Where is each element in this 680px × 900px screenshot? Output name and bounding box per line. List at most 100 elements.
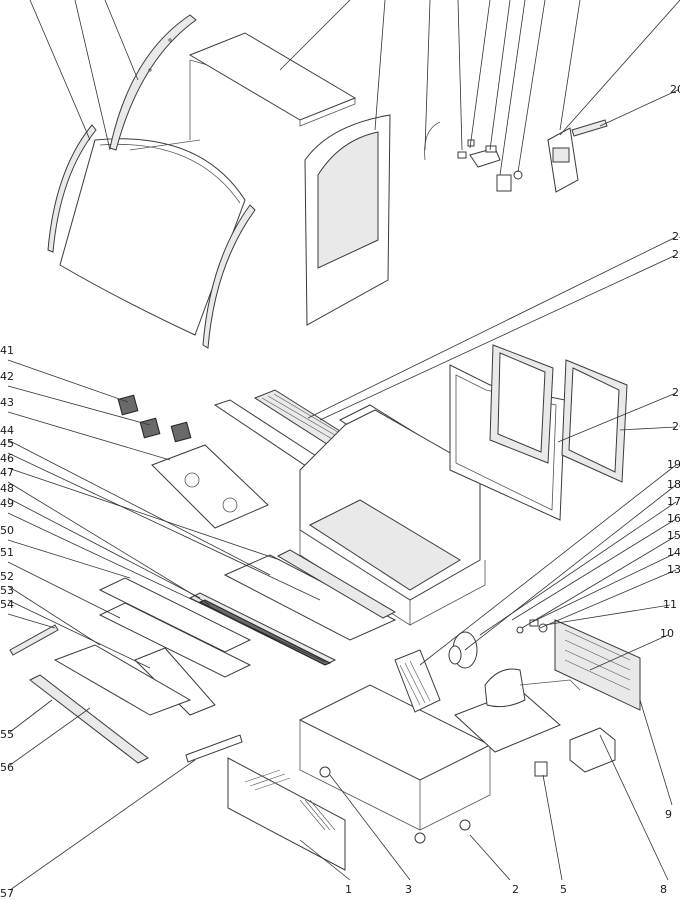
part-label-13: 13 xyxy=(667,563,680,576)
base-frame xyxy=(298,684,492,844)
leader-line-21 xyxy=(557,392,677,443)
leader-line-top-1 xyxy=(29,0,91,141)
leader-lines xyxy=(7,0,680,891)
part-label-16: 16 xyxy=(667,512,680,525)
leader-line-10 xyxy=(589,634,669,671)
side-panel xyxy=(304,114,391,326)
leader-line-54 xyxy=(7,613,56,629)
leader-line-53 xyxy=(7,599,151,669)
part-label-48: 48 xyxy=(0,482,14,495)
front-grille-strip xyxy=(185,734,243,763)
part-label-49: 49 xyxy=(0,497,14,510)
side-rail xyxy=(9,624,59,656)
part-label-55: 55 xyxy=(0,728,14,741)
leader-line-24 xyxy=(307,236,677,419)
leader-line-46 xyxy=(7,467,281,561)
curved-glass-strip-left xyxy=(47,124,97,253)
glass-door-right xyxy=(561,359,628,483)
leader-line-9 xyxy=(639,699,673,806)
part-label-22: 22 xyxy=(672,248,680,261)
condenser-grille xyxy=(554,619,641,711)
part-label-18: 18 xyxy=(667,478,680,491)
condenser-panel xyxy=(394,649,441,713)
fan-bracket xyxy=(151,444,269,529)
part-label-8: 8 xyxy=(660,883,667,896)
leader-line-26 xyxy=(619,426,677,431)
leader-line-11 xyxy=(544,604,671,626)
leader-line-55 xyxy=(9,699,53,733)
leader-line-15 xyxy=(521,535,677,629)
curved-rear-frame xyxy=(109,14,197,151)
leader-line-top-8 xyxy=(469,0,491,149)
leader-line-top-6 xyxy=(424,0,431,151)
part-label-26: 26 xyxy=(672,420,680,433)
curved-glass-strip-right xyxy=(202,204,256,349)
part-label-52: 52 xyxy=(0,570,14,583)
condenser-fan xyxy=(448,631,478,669)
leader-line-top-13 xyxy=(559,0,680,136)
leader-line-top-5 xyxy=(374,0,386,131)
leader-line-top-12 xyxy=(559,0,581,131)
base-plate xyxy=(53,644,192,716)
leader-line-14 xyxy=(531,552,677,623)
part-label-10: 10 xyxy=(660,627,674,640)
leader-line-top-7 xyxy=(457,0,463,151)
part-label-20: 20 xyxy=(670,83,680,96)
leader-line-47 xyxy=(7,481,211,606)
top-panel xyxy=(188,32,357,127)
part-label-17: 17 xyxy=(667,495,680,508)
leader-line-51 xyxy=(7,561,121,619)
leader-line-top-11 xyxy=(517,0,546,173)
leader-line-52 xyxy=(7,585,101,646)
part-label-53: 53 xyxy=(0,584,14,597)
part-label-11: 11 xyxy=(663,598,677,611)
part-label-3: 3 xyxy=(405,883,412,896)
leader-line-57 xyxy=(9,759,196,891)
leader-line-22 xyxy=(319,254,677,421)
part-label-9: 9 xyxy=(665,808,672,821)
inner-tank xyxy=(299,409,486,626)
part-label-54: 54 xyxy=(0,598,14,611)
part-label-44: 44 xyxy=(0,424,14,437)
part-label-45: 45 xyxy=(0,437,14,450)
small-hardware xyxy=(424,121,523,192)
part-label-43: 43 xyxy=(0,396,14,409)
leader-line-18 xyxy=(464,484,677,651)
drip-tray xyxy=(569,727,616,773)
bottom-rail xyxy=(29,674,149,764)
leader-line-45 xyxy=(7,452,321,601)
leader-line-44 xyxy=(7,439,271,576)
leader-line-3 xyxy=(329,774,411,881)
part-labels: 1235891011131415161718192021222426414243… xyxy=(0,83,680,900)
leader-line-19 xyxy=(419,464,677,666)
leader-line-top-4 xyxy=(279,0,351,71)
part-label-5: 5 xyxy=(560,883,567,896)
leader-line-48 xyxy=(7,497,201,599)
leader-line-43 xyxy=(7,411,171,461)
part-label-2: 2 xyxy=(512,883,519,896)
leader-line-20 xyxy=(599,89,679,127)
leader-line-16 xyxy=(511,518,677,621)
part-label-24: 24 xyxy=(672,230,680,243)
leader-line-top-10 xyxy=(499,0,526,176)
glass-door-left xyxy=(489,344,554,464)
part-label-15: 15 xyxy=(667,529,680,542)
control-box xyxy=(547,127,579,193)
part-label-57: 57 xyxy=(0,887,14,900)
leader-line-top-3 xyxy=(104,0,139,81)
leader-line-50 xyxy=(7,539,131,579)
leader-line-13 xyxy=(539,569,677,629)
part-label-51: 51 xyxy=(0,546,14,559)
shelf-frame xyxy=(98,577,252,716)
leader-line-2 xyxy=(469,834,511,881)
leader-line-41 xyxy=(7,359,129,403)
part-label-46: 46 xyxy=(0,452,14,465)
curved-front-glass xyxy=(59,138,246,336)
part-label-47: 47 xyxy=(0,466,14,479)
part-label-42: 42 xyxy=(0,370,14,383)
part-label-19: 19 xyxy=(667,458,680,471)
relay xyxy=(534,761,548,777)
part-label-21: 21 xyxy=(672,386,680,399)
leader-line-5 xyxy=(542,774,563,881)
